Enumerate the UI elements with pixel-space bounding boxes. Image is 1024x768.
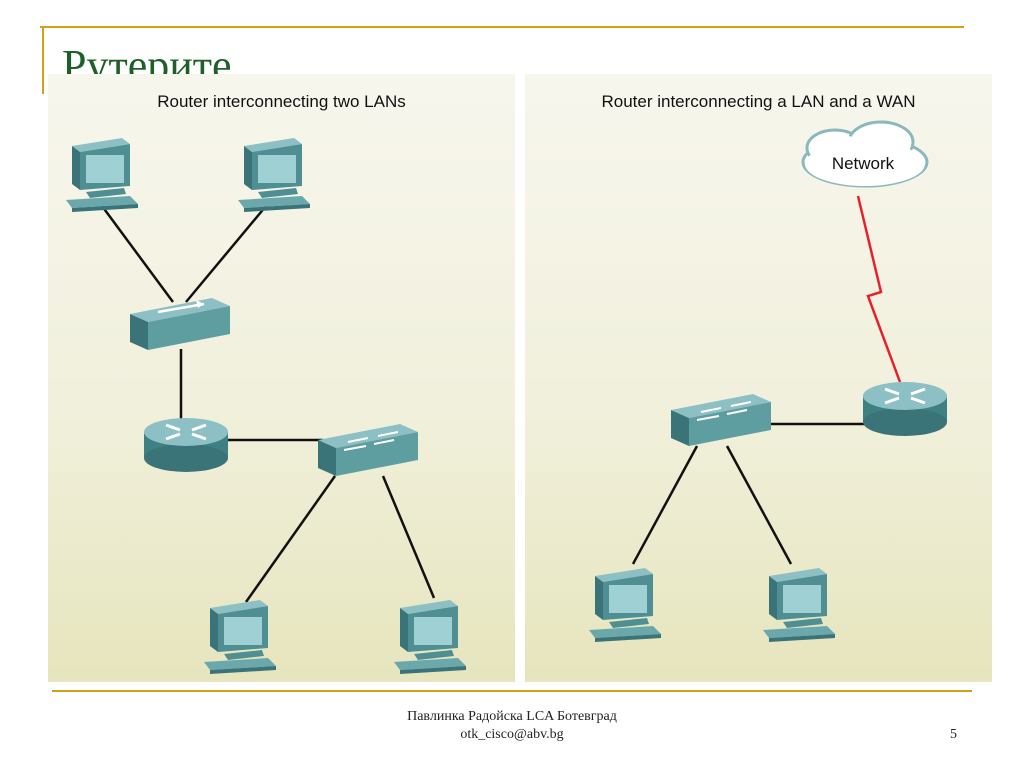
pc-icon [66, 138, 138, 212]
footer-author: Павлинка Радойска LCA Ботевград [407, 709, 617, 724]
pc-icon [204, 600, 276, 674]
left-accent-rule [42, 26, 44, 94]
link-pc1-switch [100, 205, 175, 303]
page-number: 5 [950, 727, 957, 742]
diagram-title-left: Router interconnecting two LANs [157, 92, 406, 111]
pc-icon [589, 568, 661, 642]
switch-icon [318, 424, 418, 476]
cloud-label: Network [832, 154, 895, 173]
switch-icon [130, 298, 230, 350]
diagram-lan-wan: Router interconnecting a LAN and a WAN N… [525, 74, 992, 682]
diagram-lan-lan: Router interconnecting two LANs [48, 74, 515, 682]
link-switch2-pc3 [244, 475, 337, 603]
footer: Павлинка Радойска LCA Ботевград otk_cisc… [0, 708, 1024, 744]
diagram-title-right: Router interconnecting a LAN and a WAN [601, 92, 916, 111]
link-switch2-pc4 [381, 475, 436, 599]
top-rule [40, 26, 964, 28]
switch-icon [671, 394, 771, 446]
link-switch-pc2 [725, 445, 793, 565]
network-cloud-icon: Network [801, 120, 929, 188]
router-icon [861, 380, 949, 438]
bottom-rule [52, 690, 972, 692]
link-switch-pc1 [631, 445, 699, 565]
link-pc2-switch [185, 205, 267, 303]
router-icon [142, 416, 230, 474]
pc-icon [763, 568, 835, 642]
wan-link [856, 195, 902, 383]
pc-icon [394, 600, 466, 674]
pc-icon [238, 138, 310, 212]
footer-email: otk_cisco@abv.bg [460, 727, 564, 742]
